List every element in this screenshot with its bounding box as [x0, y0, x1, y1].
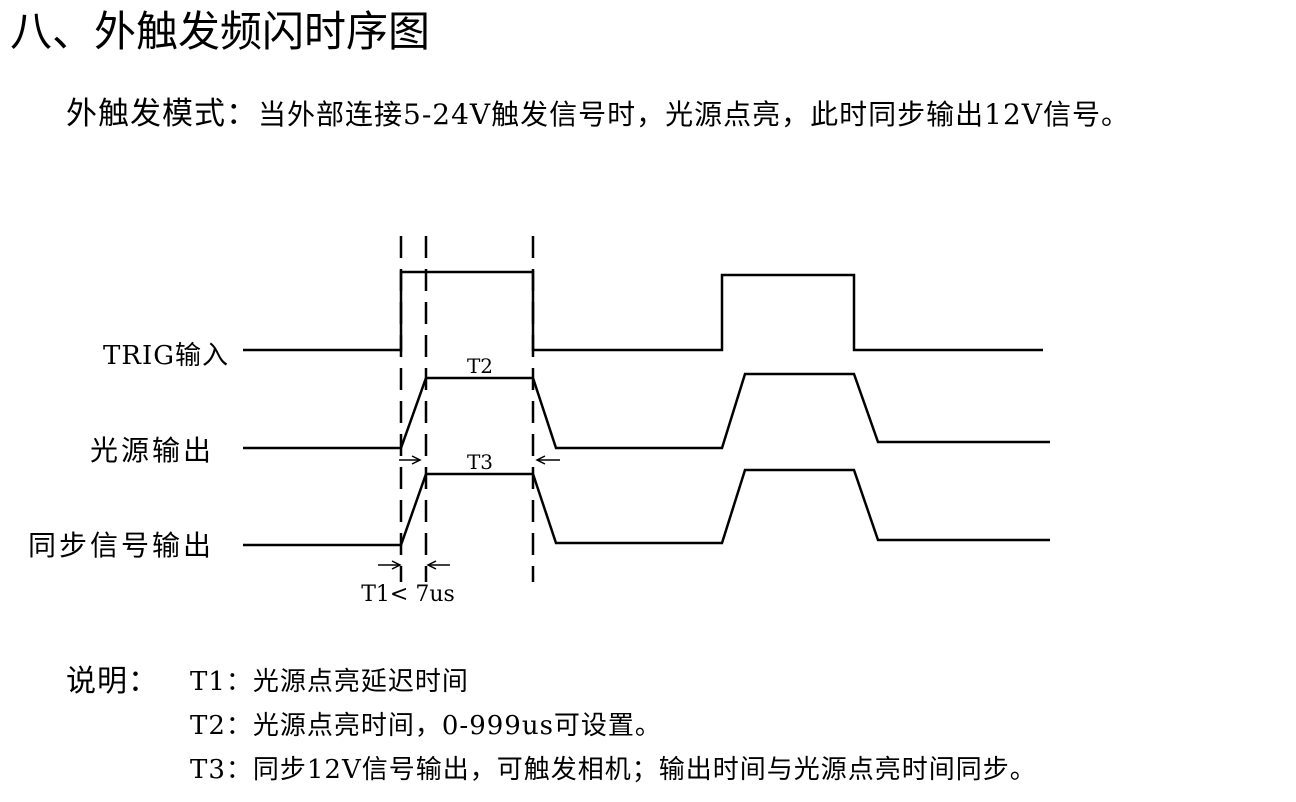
note-row: 说明： T1：光源点亮延迟时间 [66, 660, 1037, 704]
sync-output-label: 同步信号输出 [28, 529, 214, 562]
timing-guides [399, 236, 535, 582]
trig-label: TRIG输入 [103, 341, 229, 371]
t1-arrow-left-head [391, 560, 402, 570]
t1-label: T1< 7us [361, 582, 455, 607]
note-t2: T2：光源点亮时间，0-999us可设置。 [190, 711, 662, 741]
intro-text: 当外部连接5-24V触发信号时，光源点亮，此时同步输出12V信号。 [258, 98, 1130, 131]
t3-arrow-right-head [535, 455, 546, 465]
page-title: 八、外触发频闪时序图 [10, 7, 431, 56]
trig-waveform [243, 270, 1043, 352]
note-t1: T1：光源点亮延迟时间 [190, 667, 469, 697]
note-row: T2：光源点亮时间，0-999us可设置。 [66, 704, 1037, 748]
notes-heading: 说明： [66, 664, 159, 699]
notes-section: 说明： T1：光源点亮延迟时间 T2：光源点亮时间，0-999us可设置。 T3… [66, 660, 1037, 792]
sync-waveform [243, 468, 1050, 547]
light-output-label: 光源输出 [90, 434, 214, 467]
intro-lead: 外触发模式： [66, 96, 258, 132]
t2-label: T2 [467, 354, 493, 378]
note-row: T3：同步12V信号输出，可触发相机；输出时间与光源点亮时间同步。 [66, 748, 1037, 792]
intro-paragraph: 外触发模式：当外部连接5-24V触发信号时，光源点亮，此时同步输出12V信号。 [66, 92, 1130, 137]
t3-label: T3 [467, 450, 493, 474]
t1-arrow-right-head [426, 560, 437, 570]
note-t3: T3：同步12V信号输出，可触发相机；输出时间与光源点亮时间同步。 [190, 755, 1037, 785]
t3-arrow-left-head [411, 455, 422, 465]
light-waveform [243, 372, 1050, 450]
